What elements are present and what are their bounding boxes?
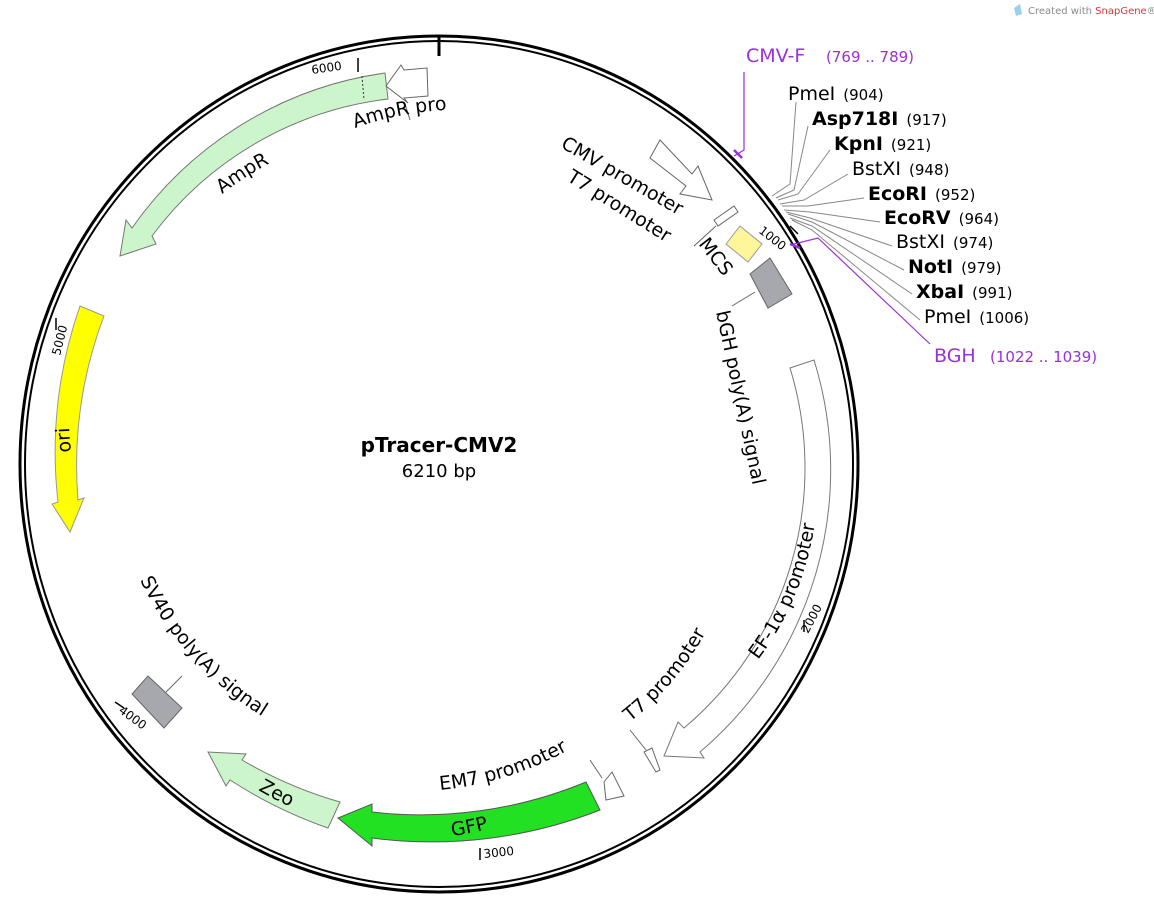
tick-marks (55, 58, 805, 860)
ampr-promoter-label: AmpR promoter (0, 0, 447, 133)
em7-promoter-arrow (603, 771, 625, 801)
primer-cmv-f: CMV-F (769 .. 789) (733, 45, 914, 159)
restriction-site-leaders (771, 101, 921, 321)
site-ecorv-964: EcoRV(964) (884, 207, 999, 229)
site-pmei-1006: PmeI(1006) (924, 306, 1029, 328)
site-asp718i-917: Asp718I(917) (812, 108, 947, 130)
ori-label: ori (52, 427, 76, 453)
bgh-polya-label: bGH poly(A) signal (711, 308, 769, 486)
t7-promoter-bottom-leader (629, 729, 647, 751)
ori-feature-arrow (51, 305, 105, 534)
sv40-polya-leader (165, 675, 183, 693)
snapgene-watermark: Created with SnapGene® (1014, 4, 1154, 17)
ampr-feature-arrow (119, 72, 389, 257)
t7-promoter-bottom-arrow (643, 747, 661, 773)
ampr-promoter-arrow (385, 64, 429, 104)
svg-text:Created with SnapGene®: Created with SnapGene® (1028, 6, 1154, 17)
snapgene-logo-icon (1014, 4, 1022, 16)
ef1a-promoter-arrow (663, 359, 832, 759)
tick-label-3000: 3000 (483, 844, 515, 861)
ampr-promoter-leader (404, 103, 411, 121)
tick-label-6000: 6000 (310, 59, 342, 77)
site-pmei-904: PmeI(904) (788, 83, 884, 105)
em7-promoter-label: EM7 promoter (438, 735, 570, 795)
plasmid-name: pTracer-CMV2 (361, 433, 518, 457)
cmv-promoter-arrow (649, 139, 713, 201)
watermark-brand: SnapGene (1095, 6, 1147, 17)
tick-label-1000: 1000 (756, 223, 789, 253)
site-bstxi-974: BstXI(974) (896, 231, 993, 253)
primer-bgh-name: BGH (934, 345, 976, 367)
primer-bgh: BGH (1022 .. 1039) (789, 237, 1097, 367)
ampr-segment-divider (361, 75, 365, 101)
watermark-prefix: Created with (1028, 6, 1095, 17)
site-xbai-991: XbaI(991) (916, 281, 1012, 303)
restriction-site-list: PmeI(904) Asp718I(917) KpnI(921) BstXI(9… (788, 83, 1029, 328)
mcs-feature-box (725, 225, 763, 263)
bgh-polya-leader (731, 291, 756, 307)
site-kpni-921: KpnI(921) (834, 133, 931, 155)
t7-promoter-top-leader (693, 225, 717, 247)
site-noti-979: NotI(979) (908, 256, 1001, 278)
gfp-feature-arrow (337, 781, 601, 848)
zeo-feature-arrow (207, 751, 341, 829)
t7-promoter-top-arrow (713, 205, 739, 227)
primer-cmv-f-range: (769 .. 789) (826, 48, 914, 66)
sv40-polya-feature-box (131, 675, 183, 729)
t7-promoter-bottom-label: T7 promoter (618, 624, 710, 727)
em7-promoter-leader (589, 759, 603, 779)
primer-bgh-range: (1022 .. 1039) (990, 348, 1097, 366)
site-ecori-952: EcoRI(952) (868, 183, 975, 205)
primer-cmv-f-name: CMV-F (746, 45, 805, 67)
site-bstxi-948: BstXI(948) (852, 158, 949, 180)
bgh-polya-feature-box (749, 257, 793, 309)
plasmid-size: 6210 bp (402, 461, 476, 482)
watermark-suffix: ® (1147, 6, 1154, 17)
